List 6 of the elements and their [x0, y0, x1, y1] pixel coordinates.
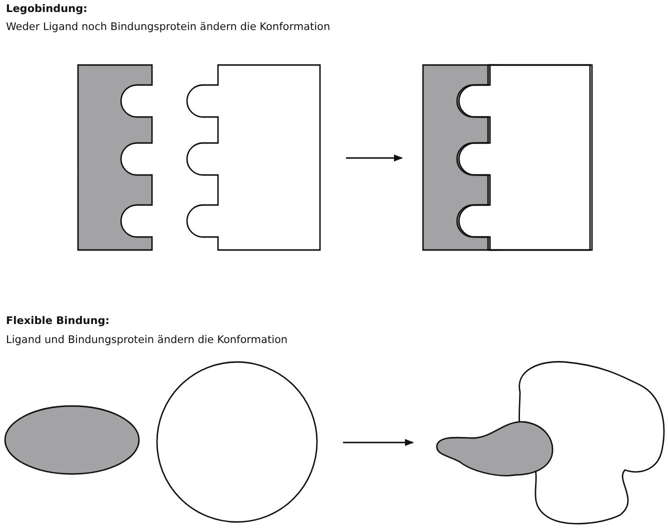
section-heading: Legobindung: — [6, 3, 88, 15]
section-heading: Flexible Bindung: — [6, 315, 110, 327]
arrow — [346, 154, 403, 162]
description-text: Weder Ligand noch Bindungsprotein ändern die Konformation — [6, 21, 330, 33]
description-text: Ligand und Bindungsprotein ändern die Konformation — [6, 334, 288, 346]
arrow — [343, 438, 414, 446]
